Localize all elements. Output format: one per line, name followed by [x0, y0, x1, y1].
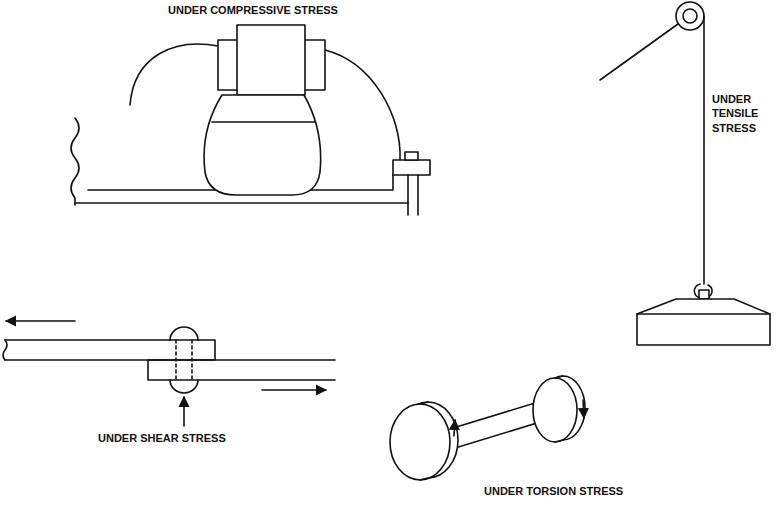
- figure-label: UNDER SHEAR STRESS: [98, 431, 298, 445]
- figure-label: UNDER COMPRESSIVE STRESS: [168, 3, 428, 17]
- torsion-shaft-figure: [390, 376, 585, 480]
- figure-label: UNDER TENSILE STRESS: [712, 92, 770, 135]
- rivet-joint-figure: [3, 321, 335, 426]
- pulley-weight-figure: [600, 2, 770, 345]
- vise-figure: [71, 25, 430, 215]
- figure-label: UNDER TORSION STRESS: [484, 484, 674, 498]
